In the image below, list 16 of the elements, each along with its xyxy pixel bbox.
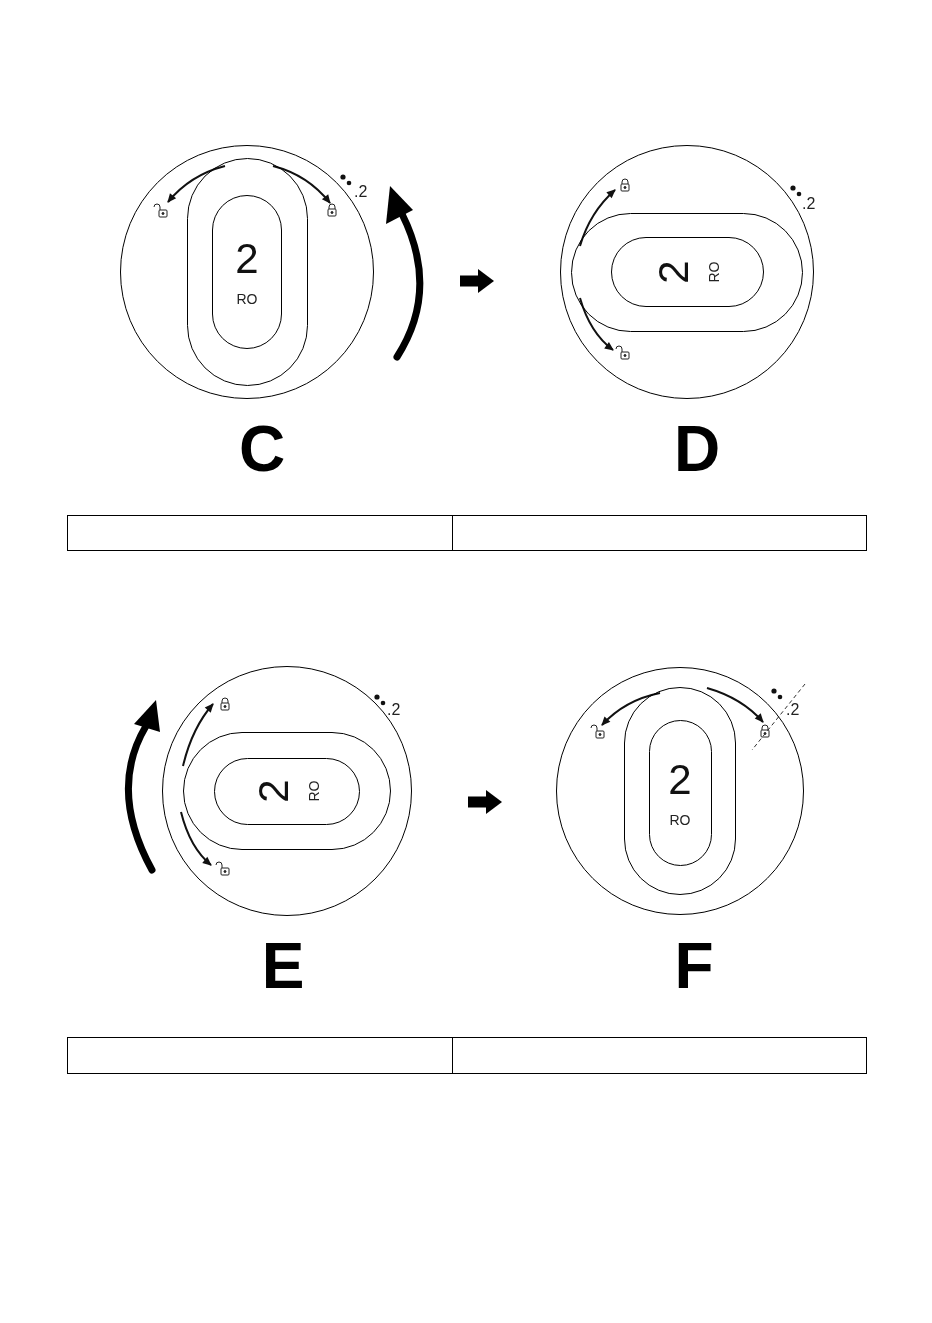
step-letter: D	[673, 417, 721, 481]
setting-indicator: .2	[802, 196, 816, 212]
mode-label: RO	[669, 813, 691, 827]
setting-indicator: .2	[354, 184, 368, 200]
setting-number: 2	[253, 779, 295, 803]
setting-number: 2	[653, 260, 695, 284]
step-letter: C	[238, 417, 286, 481]
mode-label: RO	[236, 292, 258, 306]
mode-label: RO	[307, 780, 321, 802]
step-letter: F	[674, 934, 714, 998]
setting-number: 2	[235, 238, 259, 280]
mode-label: RO	[707, 261, 721, 283]
setting-indicator: .2	[786, 702, 800, 718]
step-letter: E	[261, 934, 305, 998]
setting-number: 2	[668, 759, 692, 801]
setting-indicator: .2	[387, 702, 401, 718]
